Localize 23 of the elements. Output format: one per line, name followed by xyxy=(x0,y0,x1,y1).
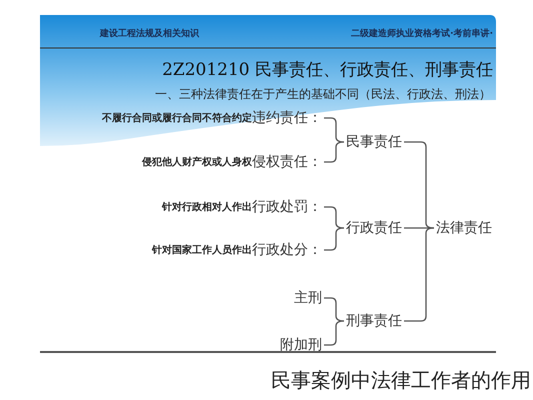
term-label: 民事责任 xyxy=(346,133,402,151)
subheading: 一、三种法律责任在于产生的基础不同（民法、行政法、刑法） xyxy=(155,86,491,103)
term-definition: 针对国家工作人员作出 xyxy=(152,243,252,257)
term-label: 刑事责任 xyxy=(346,312,402,330)
brace-connector xyxy=(404,227,434,322)
term-definition: 针对行政相对人作出 xyxy=(162,200,252,214)
term-definition: 侵犯他人财产权或人身权 xyxy=(142,156,252,169)
term-label: 行政处罚： xyxy=(252,198,322,216)
caption: 民事案例中法律工作者的作用 xyxy=(271,367,531,394)
term-label: 附加刑 xyxy=(280,336,322,354)
slide-title: 2Z201210 民事责任、行政责任、刑事责任 xyxy=(162,59,493,81)
term-label: 主刑 xyxy=(294,289,322,307)
brace-connector xyxy=(324,320,344,346)
term-definition: 不履行合同或履行合同不符合约定 xyxy=(102,111,252,125)
term-label: 侵权责任： xyxy=(252,153,322,171)
brace-connector xyxy=(404,141,434,229)
header-note: 建设工程法规及相关知识 xyxy=(100,27,199,40)
term-label: 行政责任 xyxy=(346,219,402,237)
term-label: 违约责任： xyxy=(252,109,322,127)
term-label: 法律责任 xyxy=(436,219,492,237)
term-label: 行政处分： xyxy=(252,241,322,259)
header-note: 二级建造师执业资格考试·考前串讲· xyxy=(351,27,493,40)
brace-connector xyxy=(324,117,344,143)
